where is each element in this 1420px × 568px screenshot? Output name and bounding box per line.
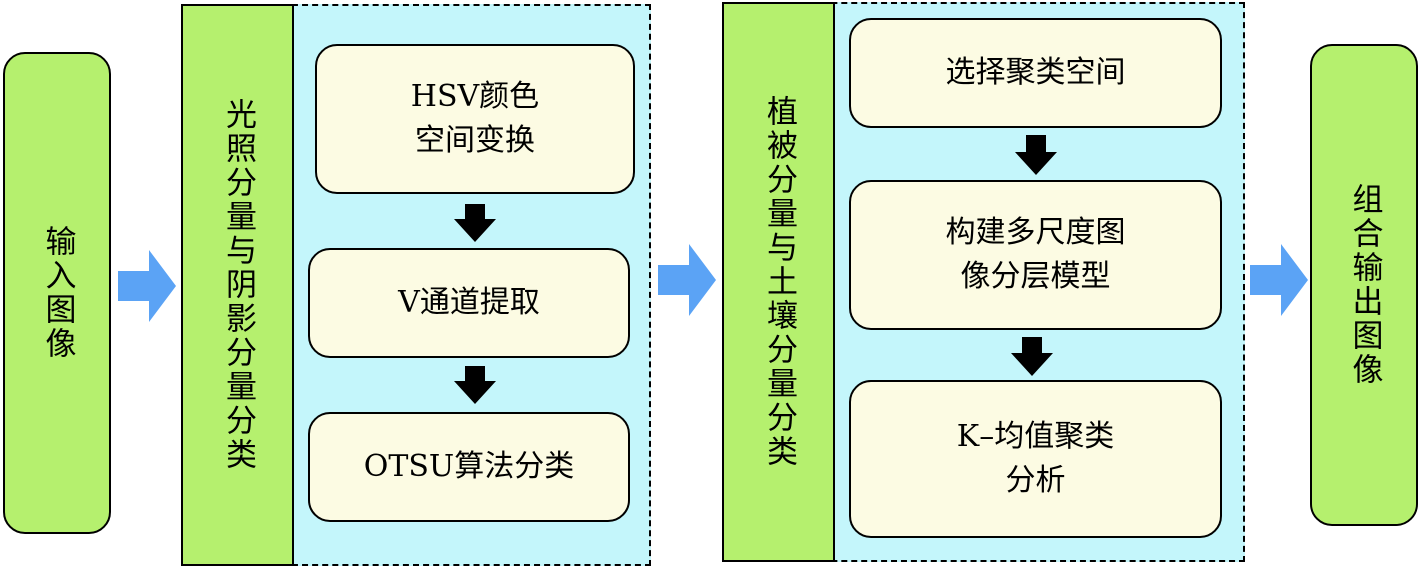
kmeans-line2: 分析 [1005,463,1066,498]
v-channel-step: V通道提取 [308,248,630,358]
multiscale-model-step: 构建多尺度图 像分层模型 [849,180,1222,330]
kmeans-step: K–均值聚类 分析 [849,380,1222,538]
down-arrow-2 [454,366,496,404]
hsv-transform-line2: 空间变换 [414,123,535,158]
otsu-label: OTSU算法分类 [363,449,575,484]
hsv-transform-line1: HSV颜色 [410,79,540,114]
otsu-step: OTSU算法分类 [308,412,630,522]
multiscale-model-line2: 像分层模型 [960,259,1111,294]
flow-arrow-2 [658,244,716,316]
down-arrow-4 [1011,337,1053,376]
output-image-node: 组合输出图像 [1310,44,1418,526]
down-arrow-3 [1015,135,1057,175]
input-image-node: 输入图像 [3,52,111,534]
multiscale-model-line1: 构建多尺度图 [945,215,1126,250]
select-cluster-space-step: 选择聚类空间 [849,18,1222,128]
kmeans-line1: K–均值聚类 [956,419,1115,454]
vegetation-soil-group-title: 植被分量与土壤分量分类 [722,2,835,562]
lighting-shadow-group-title: 光照分量与阴影分量分类 [181,4,294,566]
select-cluster-space-label: 选择聚类空间 [945,55,1126,90]
down-arrow-1 [454,204,496,242]
flow-arrow-3 [1250,244,1308,316]
output-image-label: 组合输出图像 [1346,183,1383,387]
v-channel-label: V通道提取 [398,285,540,320]
vegetation-soil-title-text: 植被分量与土壤分量分类 [761,95,797,469]
lighting-shadow-title-text: 光照分量与阴影分量分类 [220,98,256,472]
input-image-label: 输入图像 [39,225,76,361]
flow-arrow-1 [118,250,176,322]
hsv-transform-step: HSV颜色 空间变换 [315,44,635,194]
